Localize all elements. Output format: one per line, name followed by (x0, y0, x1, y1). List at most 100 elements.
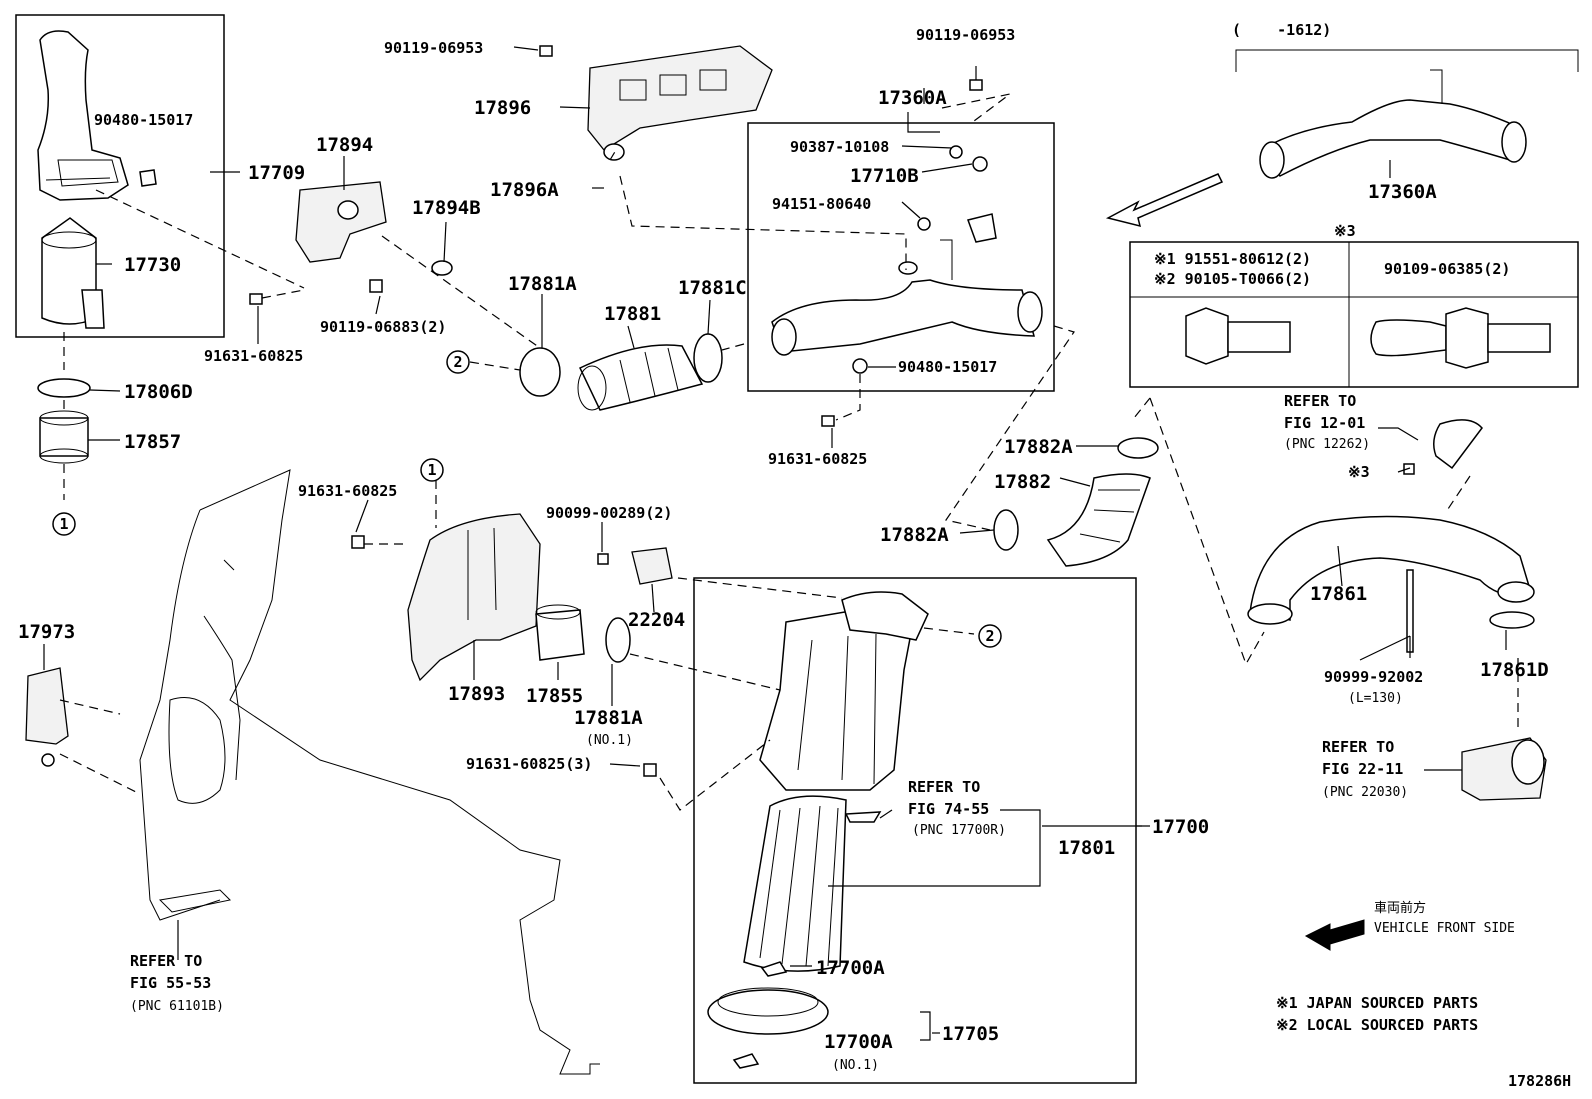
filter-element-17801-shape (743, 795, 882, 972)
label-no1-b: (NO.1) (832, 1058, 879, 1073)
callout-circle-1-bottom: 1 (420, 458, 444, 482)
bolt-table-col1-line1: ※1 91551-80612(2) (1154, 250, 1311, 268)
clamp-17861D-shape (1489, 611, 1535, 629)
svg-text:REFER TO: REFER TO (908, 778, 980, 796)
svg-text:2: 2 (453, 353, 462, 371)
hose-17857-shape (39, 410, 89, 464)
label-17881: 17881 (604, 303, 661, 325)
bolt-90119-06883-shape (369, 279, 383, 293)
bolt-table-header: ※3 (1334, 222, 1356, 240)
bolt-table (1129, 241, 1579, 388)
label-22204: 22204 (628, 609, 685, 631)
callout-circle-2-bottom: 2 (978, 624, 1002, 648)
duct-17893-shape (407, 513, 541, 682)
flange-bolt-91551-shape (1185, 307, 1291, 365)
direction-label-en: VEHICLE FRONT SIDE (1374, 921, 1515, 936)
bolt-17973-shape (41, 753, 55, 767)
leader-lines (43, 46, 1507, 1041)
note-japan-sourced: ※1 JAPAN SOURCED PARTS (1276, 994, 1478, 1012)
group-box-17700 (693, 577, 1137, 1084)
dashed-lines (59, 93, 1519, 811)
figure-id: 178286H (1508, 1072, 1571, 1090)
label-l130: (L=130) (1348, 691, 1403, 706)
bolt-90119-06953-a-shape (539, 45, 553, 57)
bolt-x3-shape (1403, 463, 1415, 475)
pipe-17360A-shape (771, 239, 1043, 356)
hose-17855-shape (535, 604, 585, 661)
label-no1-a: (NO.1) (586, 733, 633, 748)
label-91631-60825-3: 91631-60825(3) (466, 755, 592, 773)
ring-17882A-bottom-shape (993, 509, 1019, 551)
label-94151-80640: 94151-80640 (772, 195, 871, 213)
label-90119-06883: 90119-06883(2) (320, 318, 446, 336)
label-17806D: 17806D (124, 381, 193, 403)
ref-fig-74-55: REFER TO FIG 74-55 (PNC 17700R) (908, 778, 1006, 838)
svg-text:FIG 74-55: FIG 74-55 (908, 800, 989, 818)
svg-text:REFER TO: REFER TO (1322, 738, 1394, 756)
label-17360A-right: 17360A (1368, 181, 1437, 203)
label-17894: 17894 (316, 134, 373, 156)
ring-17882A-top-shape (1117, 437, 1159, 459)
bolt-91631-b-shape (821, 415, 835, 427)
heat-shield-17896-shape (587, 45, 773, 161)
throttle-body-22030-shape (1461, 737, 1547, 801)
nut-90387-shape (949, 145, 963, 159)
svg-text:REFER TO: REFER TO (1284, 392, 1356, 410)
bracket-1612 (1235, 49, 1579, 72)
label-90480-15017-a: 90480-15017 (94, 111, 193, 129)
callout-circle-2-top: 2 (446, 350, 470, 374)
clip-17700A-a-shape (760, 961, 788, 977)
svg-text:FIG 55-53: FIG 55-53 (130, 974, 211, 992)
nut-94151-shape (917, 217, 931, 231)
bolt-table-col1-line2: ※2 90105-T0066(2) (1154, 270, 1311, 288)
pipe-17360A-right-shape (1259, 69, 1527, 179)
bolt-91631-3-shape (643, 763, 657, 777)
label-17709: 17709 (248, 162, 305, 184)
resonator-17730-shape (41, 217, 105, 329)
label-17882: 17882 (994, 471, 1051, 493)
label-17861D: 17861D (1480, 659, 1549, 681)
svg-text:(PNC 61101B): (PNC 61101B) (130, 999, 224, 1014)
label-x3-bolt: ※3 (1348, 463, 1370, 481)
label-17881C: 17881C (678, 277, 747, 299)
svg-text:(PNC 22030): (PNC 22030) (1322, 785, 1408, 800)
nut-90480-a-shape (139, 169, 157, 187)
label-90387-10108: 90387-10108 (790, 138, 889, 156)
label-90999-92002: 90999-92002 (1324, 668, 1423, 686)
clamp-17881A-lower-shape (605, 617, 631, 663)
label-91631-60825-c: 91631-60825 (298, 482, 397, 500)
ref-fig-22-11: REFER TO FIG 22-11 (PNC 22030) (1322, 738, 1408, 800)
hose-17882-shape (1046, 473, 1151, 567)
label-17700: 17700 (1152, 816, 1209, 838)
air-cleaner-17700-shape (759, 591, 929, 791)
cover-17705-shape (707, 987, 829, 1035)
group-box-17709 (15, 14, 225, 338)
clip-17710B-shape (967, 213, 997, 243)
clamp-17881A-shape (519, 347, 561, 397)
bolt-91631-c-shape (351, 535, 365, 549)
label-90099-00289: 90099-00289(2) (546, 504, 672, 522)
hose-12262-shape (1433, 419, 1483, 470)
note-local-sourced: ※2 LOCAL SOURCED PARTS (1276, 1016, 1478, 1034)
sensor-22204-shape (631, 547, 673, 585)
label-17896: 17896 (474, 97, 531, 119)
svg-text:1: 1 (59, 515, 68, 533)
label-17894B: 17894B (412, 197, 481, 219)
label-91631-60825-a: 91631-60825 (204, 347, 303, 365)
ref-fig-55-53: REFER TO FIG 55-53 (PNC 61101B) (130, 952, 224, 1014)
label-17710B: 17710B (850, 165, 919, 187)
svg-text:(PNC 12262): (PNC 12262) (1284, 437, 1370, 452)
bolt-table-col2: 90109-06385(2) (1384, 260, 1510, 278)
clamp-17806D-shape (37, 378, 91, 398)
clip-17700A-b-shape (732, 1053, 760, 1069)
label-17857: 17857 (124, 431, 181, 453)
inlet-duct-17709-shape (37, 30, 129, 201)
svg-text:2: 2 (985, 627, 994, 645)
label-17881A-top: 17881A (508, 273, 577, 295)
nut-17710B-shape (972, 156, 988, 172)
label-90119-06953-a: 90119-06953 (384, 39, 483, 57)
stud-bolt-90109-shape (1370, 307, 1551, 369)
label-1612: ( -1612) (1232, 21, 1331, 39)
label-17705: 17705 (942, 1023, 999, 1045)
